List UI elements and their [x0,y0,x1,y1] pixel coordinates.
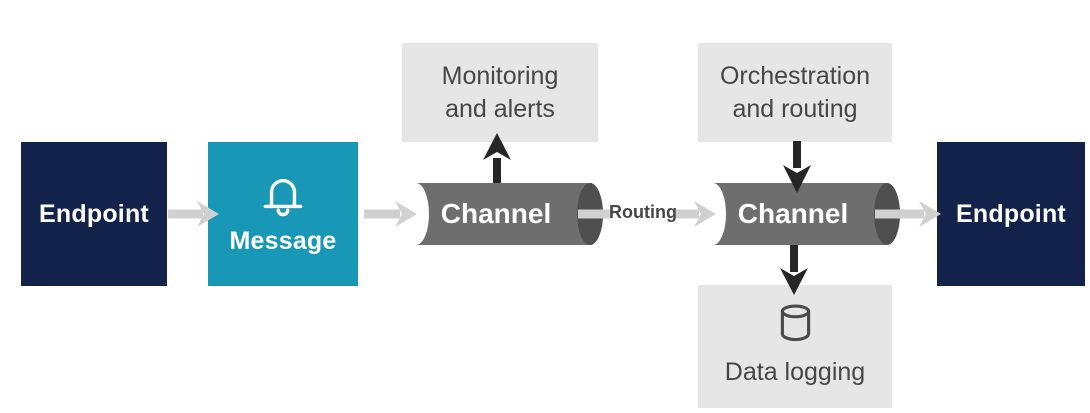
data-logging-label: Data logging [724,358,866,386]
message-node: Message [208,142,358,286]
database-icon [779,304,812,349]
endpoint-right-node: Endpoint [937,142,1085,286]
channel-2-cylinder [713,183,900,245]
endpoint-left-node: Endpoint [21,142,167,286]
routing-edge-label: Routing [609,202,677,222]
monitoring-alerts-panel: Monitoring and alerts [402,43,598,142]
endpoint-right-label: Endpoint [956,199,1066,228]
message-label: Message [229,227,337,255]
data-logging-panel: Data logging [698,285,892,408]
orchestration-label-line1: Orchestration [719,61,871,90]
orchestration-label-line2: and routing [732,94,858,123]
monitoring-label-line1: Monitoring [441,61,559,90]
endpoint-left-label: Endpoint [39,199,149,228]
orchestration-routing-panel: Orchestration and routing [698,43,892,142]
bell-icon [262,172,304,223]
monitoring-label-line2: and alerts [445,94,555,123]
channel-1-cylinder [416,183,603,245]
